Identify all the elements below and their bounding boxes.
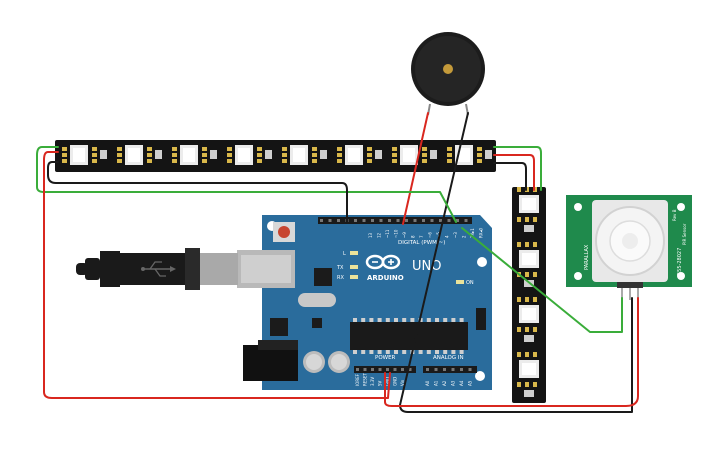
analog-label: ANALOG IN [433, 355, 464, 361]
digital-pin-label: 4 [445, 235, 450, 238]
led-tx-label: TX [336, 265, 344, 271]
neopixel-led [282, 145, 327, 165]
power-pin-label: 5V [378, 380, 383, 386]
digital-label: DIGITAL (PWM ~) [398, 240, 445, 246]
digital-pin-label: 13 [368, 232, 373, 238]
digital-pin-label: 12 [377, 232, 382, 238]
piezo-buzzer [411, 32, 485, 116]
neopixel-strip-horizontal [55, 140, 496, 172]
neopixel-led [227, 145, 272, 165]
wire-pir-signal-green [461, 227, 623, 333]
digital-pin-label: RX◂0 [479, 227, 484, 238]
wire-strip-data-green [36, 146, 457, 223]
wire-pir-power-red [384, 297, 639, 407]
digital-pin-label: TX▸1 [470, 228, 475, 239]
power-header [354, 366, 416, 373]
digital-pin-label: ~5 [436, 232, 441, 238]
analog-pin-label: A2 [442, 380, 447, 386]
digital-pin-label: 2 [462, 235, 467, 238]
neopixel-led [392, 145, 437, 165]
analog-pin-label: A4 [459, 380, 464, 386]
brand-label: ARDUINO [367, 274, 404, 282]
power-pin-label: 3.3V [370, 377, 375, 386]
power-jack [243, 345, 298, 381]
digital-pin-label: ~9 [402, 232, 407, 238]
arduino-logo-icon [365, 254, 401, 270]
usb-symbol-icon [141, 261, 176, 277]
neopixel-led [172, 145, 217, 165]
wires [36, 112, 639, 413]
neopixel-led [117, 145, 162, 165]
neopixel-led [517, 352, 539, 397]
analog-header [423, 366, 477, 373]
led-l-label: L [343, 251, 346, 257]
pir-brand-label: PARALLAX [584, 244, 590, 270]
led-on-label: ON [466, 280, 474, 286]
neopixel-led [517, 297, 539, 342]
digital-pin-label: 8 [411, 235, 416, 238]
led-rx-label: RX [337, 275, 344, 281]
usb-cable [76, 248, 238, 290]
wire-buzzer-red [402, 112, 429, 225]
digital-pin-label: ~3 [453, 232, 458, 238]
power-pin-label: RESET [363, 373, 368, 386]
analog-pin-label: A5 [468, 380, 473, 386]
neopixel-led [517, 187, 539, 232]
pir-top-label: PIR Sensor [682, 223, 687, 245]
digital-pin-label: ~11 [385, 229, 390, 238]
digital-pin-label: ~6 [428, 232, 433, 238]
pir-sensor: PARALLAX 555-28027 PIR Sensor Rev B [566, 195, 692, 300]
model-label: UNO [412, 259, 441, 274]
analog-pin-label: A1 [434, 380, 439, 386]
power-pin-label: GND [385, 377, 390, 386]
digital-header [318, 217, 472, 224]
wire-strip-5v-red [43, 151, 391, 399]
power-label: POWER [375, 355, 396, 361]
neopixel-led [62, 145, 107, 165]
wire-strip-gnd-black [47, 161, 348, 223]
arduino-uno-board: L TX RX ON ARDUINO UNO DIGITAL (PWM ~) P… [237, 215, 492, 390]
analog-pin-label: A3 [451, 380, 456, 386]
pir-part-label: 555-28027 [677, 248, 683, 275]
digital-pin-label: 7 [419, 235, 424, 238]
atmega-chip [350, 322, 468, 350]
power-pin-label: IOREF [355, 373, 360, 386]
power-pin-label: GND [393, 377, 398, 386]
neopixel-led [337, 145, 382, 165]
neopixel-strip-vertical [512, 187, 546, 403]
digital-pin-label: ~10 [394, 229, 399, 238]
pir-rev-label: Rev B [672, 209, 677, 221]
analog-pin-label: A0 [425, 380, 430, 386]
power-pin-label: Vin [400, 379, 405, 386]
